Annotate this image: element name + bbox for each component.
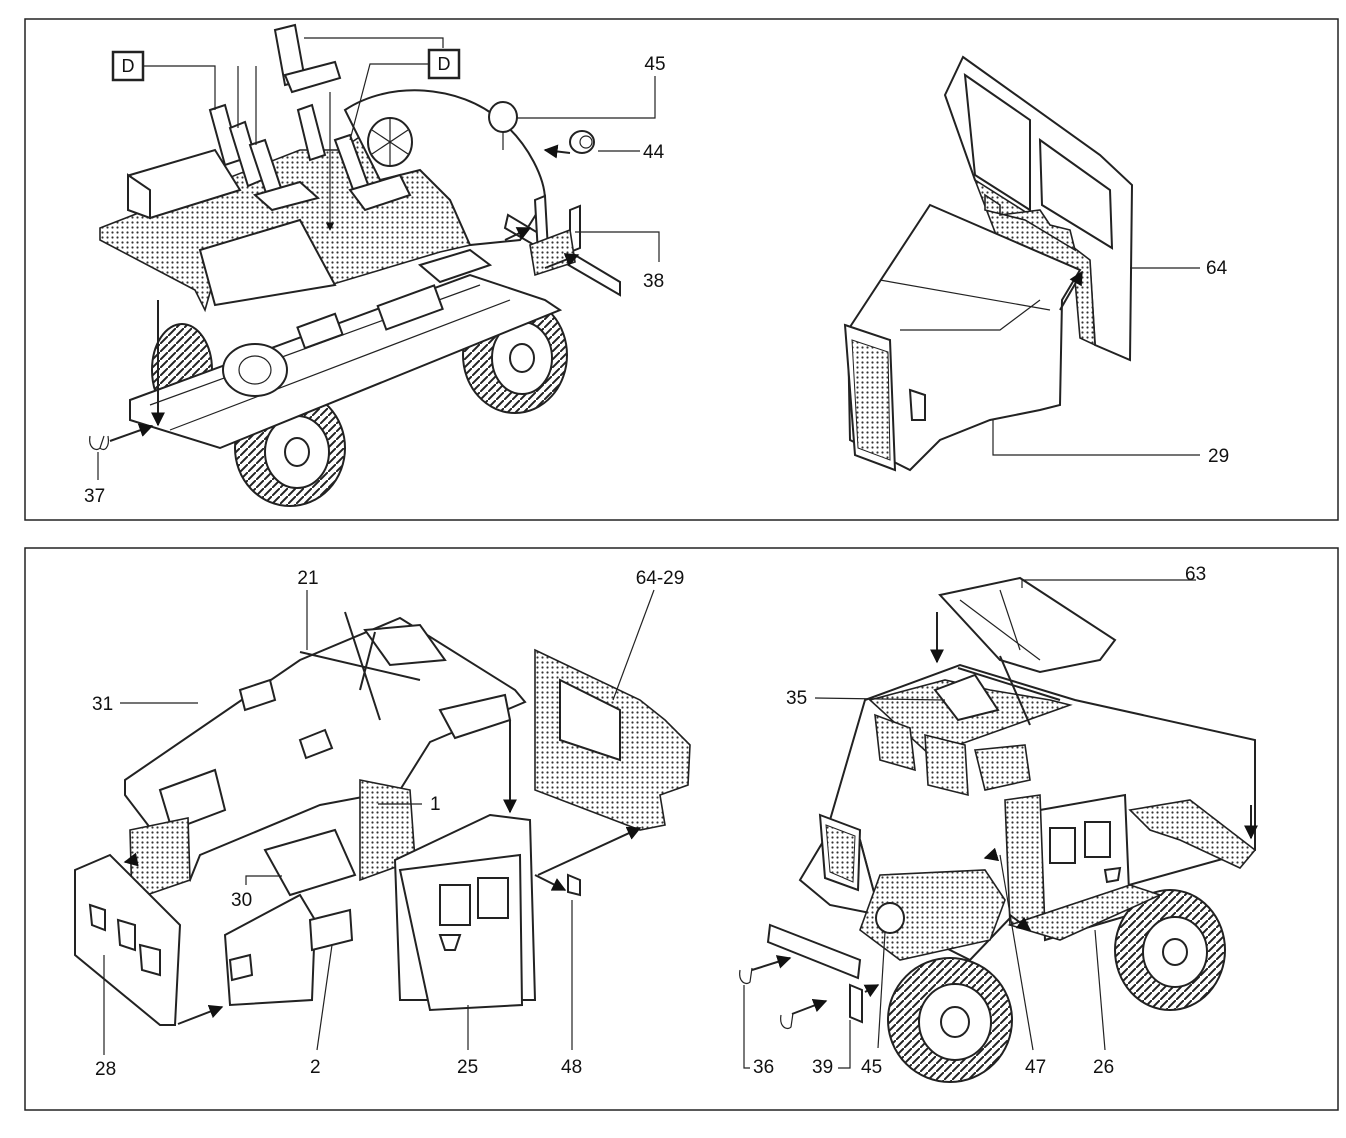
callout-25: 25 [457,1057,478,1078]
chassis-seats-illustration [89,23,660,507]
callout-2: 2 [310,1057,321,1078]
callout-35: 35 [786,688,807,709]
completed-vehicle-illustration [739,576,1258,1083]
callout-47: 47 [1025,1057,1046,1078]
roof-tarp [938,576,1117,674]
callout-1: 1 [430,794,441,815]
loose-seat-bottom [283,60,342,94]
top-panel-frame [24,18,1339,521]
seat-group [208,23,412,212]
callout-63: 63 [1185,564,1206,585]
body-exploded-illustration [74,589,691,1055]
callout-45-bottom: 45 [861,1057,882,1078]
cab-front-hood [846,203,1082,472]
callout-45-top: 45 [644,54,665,75]
bottom-panel-frame [24,547,1339,1111]
callout-26: 26 [1093,1057,1114,1078]
callout-d-right: D [438,54,451,74]
horn [569,130,595,154]
callout-box-d-left [111,50,145,82]
callout-28: 28 [95,1059,116,1080]
callout-44: 44 [643,142,665,163]
callout-21: 21 [297,568,318,589]
engine [222,343,288,397]
callout-d-left: D [122,56,135,76]
callout-39: 39 [812,1057,833,1078]
callout-box-d-right [427,48,461,80]
headlamp [488,101,518,133]
front-bumper [766,923,862,980]
callout-31: 31 [92,694,113,715]
tow-hook [89,435,109,451]
side-panel [223,893,317,1007]
callout-38: 38 [643,271,664,292]
headlamp [875,902,905,934]
callout-36: 36 [753,1057,774,1078]
callout-30: 30 [231,890,252,911]
callout-48: 48 [561,1057,582,1078]
callout-64: 64 [1206,258,1228,279]
cab-front-illustration [843,55,1200,472]
callout-37: 37 [84,486,105,507]
callout-29: 29 [1208,446,1229,467]
callout-64-29: 64-29 [636,568,685,589]
